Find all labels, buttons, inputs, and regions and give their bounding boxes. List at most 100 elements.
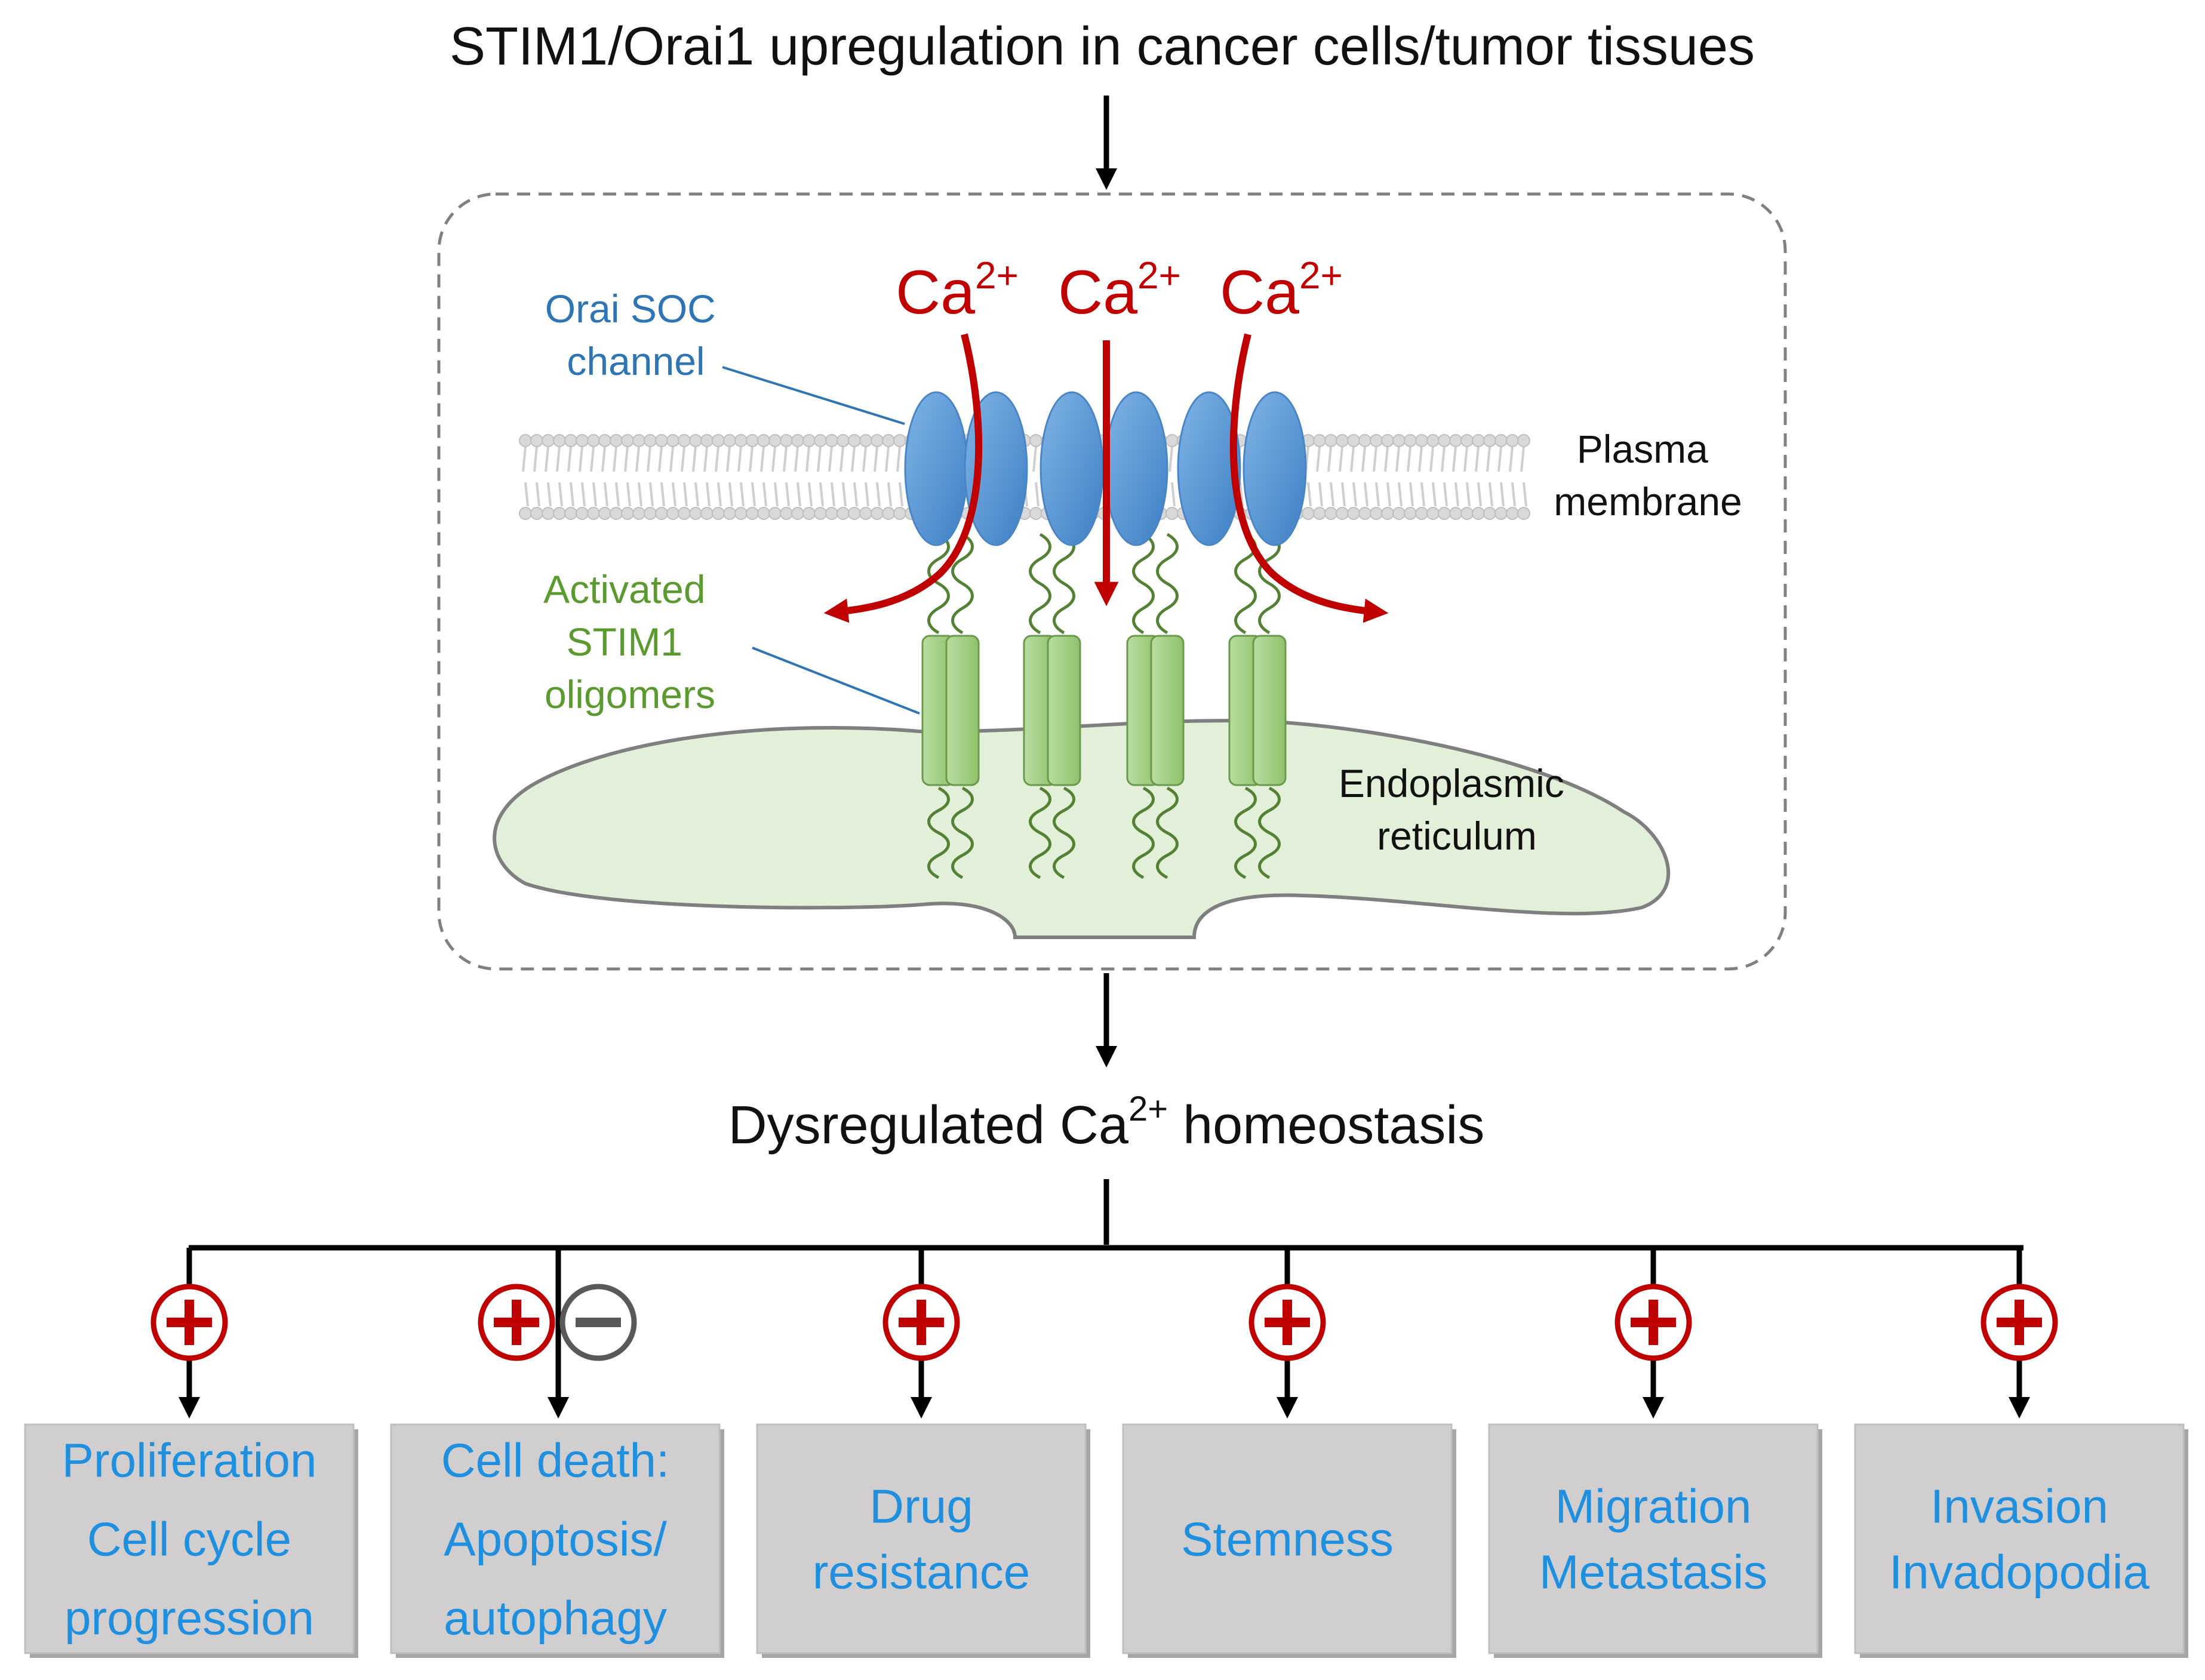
stim-label: Activated STIM1 oligomers xyxy=(543,567,716,716)
stim1-luminal-tail xyxy=(1156,786,1179,879)
lipid-head xyxy=(757,434,770,447)
plasma-membrane-label: Plasma membrane xyxy=(1554,427,1742,524)
stim1-cytosolic-tail xyxy=(1029,533,1051,635)
lipid-tail xyxy=(896,446,901,472)
lipid-head xyxy=(746,434,759,447)
lipid-head xyxy=(825,507,838,520)
lipid-tail xyxy=(865,482,869,507)
lipid-head xyxy=(542,507,555,520)
lipid-tail xyxy=(1395,446,1400,472)
lipid-tail xyxy=(1454,482,1459,507)
lipid-tail xyxy=(1511,482,1516,507)
mechanism-inset: Ca2+ Ca2+ Ca2+ Orai SOC channel Activate… xyxy=(437,192,1787,971)
lipid-tail xyxy=(613,446,617,472)
lipid-head xyxy=(712,507,725,520)
lipid-tail xyxy=(1463,446,1468,472)
lipid-head xyxy=(576,507,589,520)
lipid-tail xyxy=(624,446,629,472)
lipid-head xyxy=(1324,507,1337,520)
lipid-head xyxy=(1324,434,1337,447)
lipid-tail xyxy=(1171,482,1176,507)
lipid-head xyxy=(700,434,714,447)
lipid-head xyxy=(814,434,827,447)
lipid-head xyxy=(780,507,793,520)
stim1-luminal-tail xyxy=(1132,786,1155,879)
lipid-tail xyxy=(760,446,765,472)
inset-border xyxy=(437,192,1787,971)
lipid-head xyxy=(1404,507,1417,520)
stim1-luminal-tail xyxy=(1053,786,1075,879)
stim1-cytosolic-tail xyxy=(1258,533,1281,635)
effect-label-line: Metastasis xyxy=(1539,1546,1767,1599)
lipid-tail xyxy=(1364,482,1368,507)
lipid-tail xyxy=(831,482,835,507)
lipid-head xyxy=(1165,434,1179,447)
lipid-head xyxy=(678,507,691,520)
lipid-tail xyxy=(771,446,776,472)
lipid-tail xyxy=(1452,446,1457,472)
lipid-head xyxy=(802,507,816,520)
lipid-tail xyxy=(715,446,719,472)
lipid-head xyxy=(1302,507,1315,520)
lipid-head xyxy=(1358,434,1371,447)
lipid-head xyxy=(1517,434,1530,447)
effect-label-line: autophagy xyxy=(444,1592,667,1645)
lipid-tail xyxy=(626,482,631,507)
lipid-head xyxy=(734,434,748,447)
lipid-tail xyxy=(1386,482,1391,507)
plus-sign-stem xyxy=(184,1300,194,1345)
stim1-luminal-tail xyxy=(1258,786,1281,879)
lipid-head xyxy=(780,434,793,447)
stim1-subunit xyxy=(945,635,980,786)
effect-label-line: Drug xyxy=(869,1480,973,1533)
lipid-tail xyxy=(1432,482,1437,507)
lipid-tail xyxy=(590,446,595,472)
lipid-tail xyxy=(1520,446,1525,472)
lipid-head xyxy=(564,434,577,447)
calcium-label-left: Ca2+ xyxy=(896,254,1019,327)
plus-sign-stem xyxy=(2015,1300,2024,1345)
lipid-head xyxy=(859,434,872,447)
lipid-head xyxy=(1392,434,1406,447)
lipid-head xyxy=(666,434,679,447)
lipid-tail xyxy=(1341,482,1346,507)
lipid-tail xyxy=(842,482,847,507)
lipid-tail xyxy=(749,446,754,472)
lipid-head xyxy=(1483,507,1496,520)
stim1-cytosolic-tail xyxy=(951,533,974,635)
lipid-head xyxy=(734,507,748,520)
lipid-head xyxy=(1029,507,1042,520)
lipid-tail xyxy=(658,446,663,472)
lipid-head xyxy=(1472,434,1485,447)
plus-sign-stem xyxy=(1283,1300,1292,1345)
lipid-tail xyxy=(751,482,756,507)
effect-box xyxy=(1122,1423,1453,1654)
orai-pointer-line xyxy=(722,366,905,425)
effect-label-line: Cell death: xyxy=(441,1434,669,1487)
lipid-tail xyxy=(545,446,549,472)
lipid-tail xyxy=(672,482,676,507)
lipid-head xyxy=(689,507,702,520)
lipid-head xyxy=(644,434,657,447)
lipid-tail xyxy=(669,446,674,472)
lipid-tail xyxy=(1035,482,1040,507)
lipid-head xyxy=(1415,507,1428,520)
lipid-head xyxy=(587,507,600,520)
lipid-tail xyxy=(660,482,665,507)
lipid-tail xyxy=(1307,482,1312,507)
lipid-tail xyxy=(703,446,708,472)
effect-box xyxy=(756,1423,1087,1654)
lipid-head xyxy=(1313,507,1326,520)
lipid-head xyxy=(621,434,634,447)
lipid-head xyxy=(1381,507,1394,520)
effect-box xyxy=(1854,1423,2185,1654)
lipid-tail xyxy=(853,482,858,507)
lipid-tail xyxy=(1407,446,1411,472)
calcium-arrow-right xyxy=(1229,333,1389,623)
lipid-tail xyxy=(1168,446,1173,472)
lipid-head xyxy=(598,507,611,520)
stim1-subunit xyxy=(1047,635,1081,786)
lipid-tail xyxy=(694,482,699,507)
